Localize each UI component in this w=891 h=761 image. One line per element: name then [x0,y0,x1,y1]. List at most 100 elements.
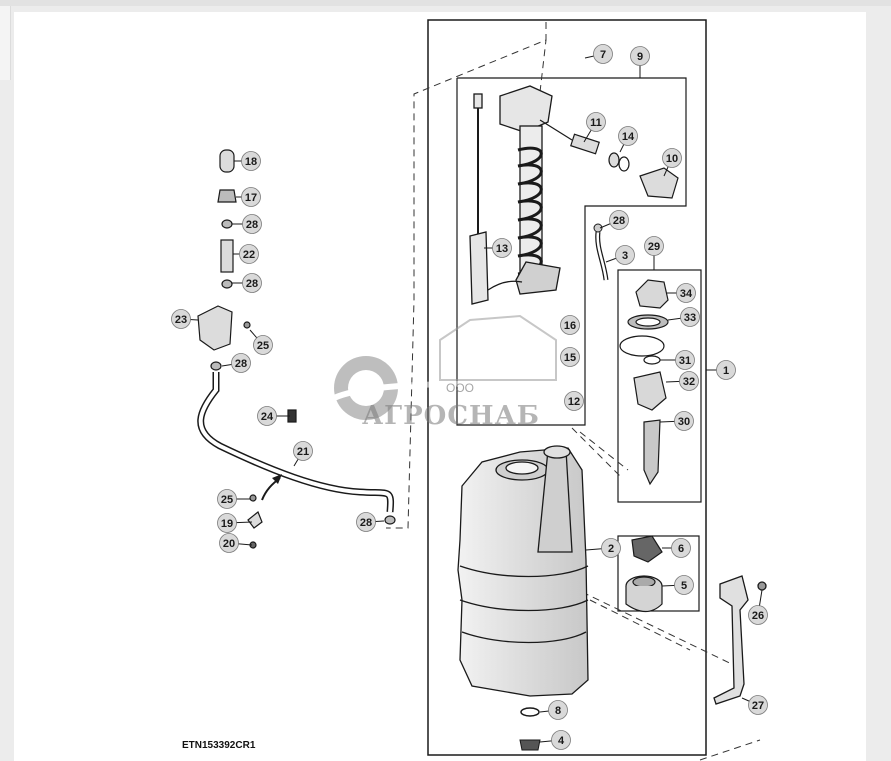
callout-bubble-25 [217,489,237,509]
drain-oring [520,707,540,717]
filter-subframe [617,269,702,503]
left-panel-edge [0,6,11,80]
callout-bubble-24 [257,406,277,426]
top-scroll-bar [0,0,891,6]
callout-label-9: 9 [637,51,643,63]
clamp-28-right [593,223,603,233]
fuel-fittings [539,119,679,199]
callout-label-28: 28 [235,358,247,370]
callout-bubble-32 [679,371,699,391]
callout-label-25: 25 [221,494,233,506]
callout-bubble-31 [675,350,695,370]
callout-label-7: 7 [600,49,606,61]
callout-label-23: 23 [175,314,187,326]
callout-label-18: 18 [245,156,257,168]
callout-label-28: 28 [613,215,625,227]
fuel-sender-assembly [469,85,561,305]
callout-label-4: 4 [558,735,565,747]
callout-bubble-28 [356,512,376,532]
callout-label-28: 28 [246,278,258,290]
callout-bubble-15 [560,347,580,367]
callout-bubble-2 [601,538,621,558]
callout-bubble-27 [748,695,768,715]
callout-label-12: 12 [568,396,580,408]
callout-label-34: 34 [680,288,693,300]
callout-bubble-30 [674,411,694,431]
callout-label-11: 11 [590,117,602,129]
sender-subframe [456,77,687,426]
callout-label-24: 24 [261,411,274,423]
tank-strap-bracket [713,575,767,705]
callout-bubble-9 [630,46,650,66]
callout-bubble-25 [253,335,273,355]
callout-bubble-10 [662,148,682,168]
callout-bubble-12 [564,391,584,411]
callout-bubble-28 [231,353,251,373]
watermark-logo [332,314,561,420]
watermark-company: АГРОСНАБ [362,401,540,431]
callout-bubble-4 [551,730,571,750]
cap-subframe [617,535,700,612]
callout-label-5: 5 [681,580,687,592]
callout-bubble-34 [676,283,696,303]
callout-label-1: 1 [723,365,729,377]
callout-bubble-18 [241,151,261,171]
callout-bubble-22 [239,244,259,264]
callout-bubble-14 [618,126,638,146]
callout-label-32: 32 [683,376,695,388]
drain-plug [519,739,541,751]
callout-bubble-29 [644,236,664,256]
callout-label-6: 6 [678,543,684,555]
callout-label-27: 27 [752,700,764,712]
callout-bubble-23 [171,309,191,329]
tank-cap-parts [625,535,663,613]
callout-label-15: 15 [564,352,576,364]
callout-bubble-8 [548,700,568,720]
callout-label-30: 30 [678,416,690,428]
callout-bubble-26 [748,605,768,625]
callout-bubble-20 [219,533,239,553]
callout-bubble-3 [615,245,635,265]
callout-bubble-21 [293,441,313,461]
callout-label-21: 21 [297,446,309,458]
callout-bubble-13 [492,238,512,258]
callout-bubble-28 [609,210,629,230]
callout-label-10: 10 [666,153,678,165]
fuel-tank [457,445,589,697]
callout-bubble-28 [242,214,262,234]
callout-label-29: 29 [648,241,660,253]
callout-bubble-6 [671,538,691,558]
callout-label-33: 33 [684,312,696,324]
callout-label-20: 20 [223,538,235,550]
callout-label-28: 28 [360,517,372,529]
callout-label-28: 28 [246,219,258,231]
callout-bubble-16 [560,315,580,335]
callout-label-13: 13 [496,243,508,255]
callout-bubble-1 [716,360,736,380]
callout-label-14: 14 [622,131,635,143]
callout-label-26: 26 [752,610,764,622]
dashed-leaders [386,22,761,761]
callout-label-25: 25 [257,340,269,352]
callout-bubble-33 [680,307,700,327]
callout-label-19: 19 [221,518,233,530]
watermark-prefix: ООО [446,381,474,395]
callout-bubble-28 [242,273,262,293]
filter-components [619,279,669,486]
callout-label-8: 8 [555,705,561,717]
callout-label-16: 16 [564,320,576,332]
drawing-id: ETN153392CR1 [182,740,256,751]
callout-label-17: 17 [245,192,257,204]
callout-label-31: 31 [679,355,691,367]
callout-bubble-11 [586,112,606,132]
callout-label-3: 3 [622,250,628,262]
callout-bubble-19 [217,513,237,533]
callout-label-22: 22 [243,249,255,261]
callout-bubble-7 [593,44,613,64]
vent-line-parts [197,149,396,549]
callout-label-2: 2 [608,543,614,555]
callout-bubble-5 [674,575,694,595]
